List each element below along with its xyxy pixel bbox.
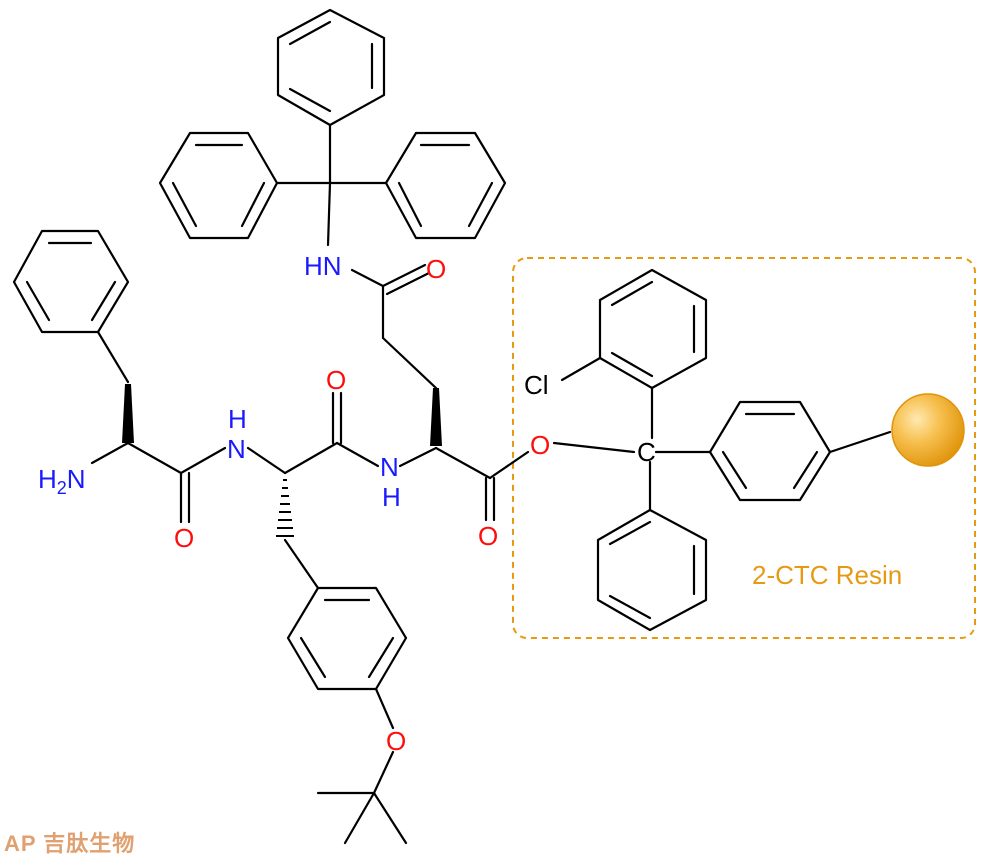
- ester-o: O: [530, 430, 550, 460]
- ctc-bonds: [648, 386, 712, 512]
- tyr-backbone: [246, 391, 380, 475]
- amine-label: H2N: [38, 464, 86, 498]
- gln-side-chain: [350, 263, 438, 390]
- gln-wedge-bond: [430, 388, 442, 446]
- resin-frame: [512, 257, 976, 639]
- chlorine-label: Cl: [524, 370, 549, 400]
- trityl-ring-left: [158, 131, 279, 240]
- phe-side-chain: [96, 330, 130, 384]
- amide-h-label-2: H: [382, 482, 401, 512]
- phe-wedge-bond: [122, 384, 134, 443]
- linker-phenyl-ring: [708, 400, 892, 502]
- amide-n-label-1: N: [227, 434, 246, 464]
- trityl-bonds: [275, 123, 388, 247]
- tyr-ether-bonds: [316, 687, 408, 845]
- tyr-side-chain: [283, 538, 320, 590]
- tyr-ether-o: O: [386, 726, 406, 756]
- tyr-hashed-bond: [276, 479, 294, 537]
- central-carbon-label: C: [637, 437, 656, 467]
- amide-n-label-2: N: [380, 452, 399, 482]
- tyr-benzene-ring: [286, 586, 408, 691]
- gln-backbone: [398, 446, 530, 522]
- phenyl-ring-bottom: [596, 508, 708, 632]
- phe-benzene-ring: [12, 229, 130, 334]
- resin-label: 2-CTC Resin: [752, 560, 902, 590]
- chlorophenyl-ring: [560, 268, 708, 390]
- phe-backbone: [90, 441, 227, 524]
- ester-bond: [552, 441, 636, 454]
- watermark: AP 吉肽生物: [4, 831, 136, 856]
- carbonyl-o-phe: O: [174, 523, 194, 553]
- trityl-ring-top: [276, 8, 386, 127]
- trityl-ring-right: [384, 131, 507, 240]
- amide-h-label-1: H: [228, 404, 247, 434]
- gln-carbonyl-o: O: [478, 521, 498, 551]
- resin-bead: [891, 393, 965, 467]
- carbonyl-o-tyr: O: [326, 365, 346, 395]
- gln-amide-o: O: [426, 254, 446, 284]
- trityl-nh-label: HN: [304, 251, 342, 281]
